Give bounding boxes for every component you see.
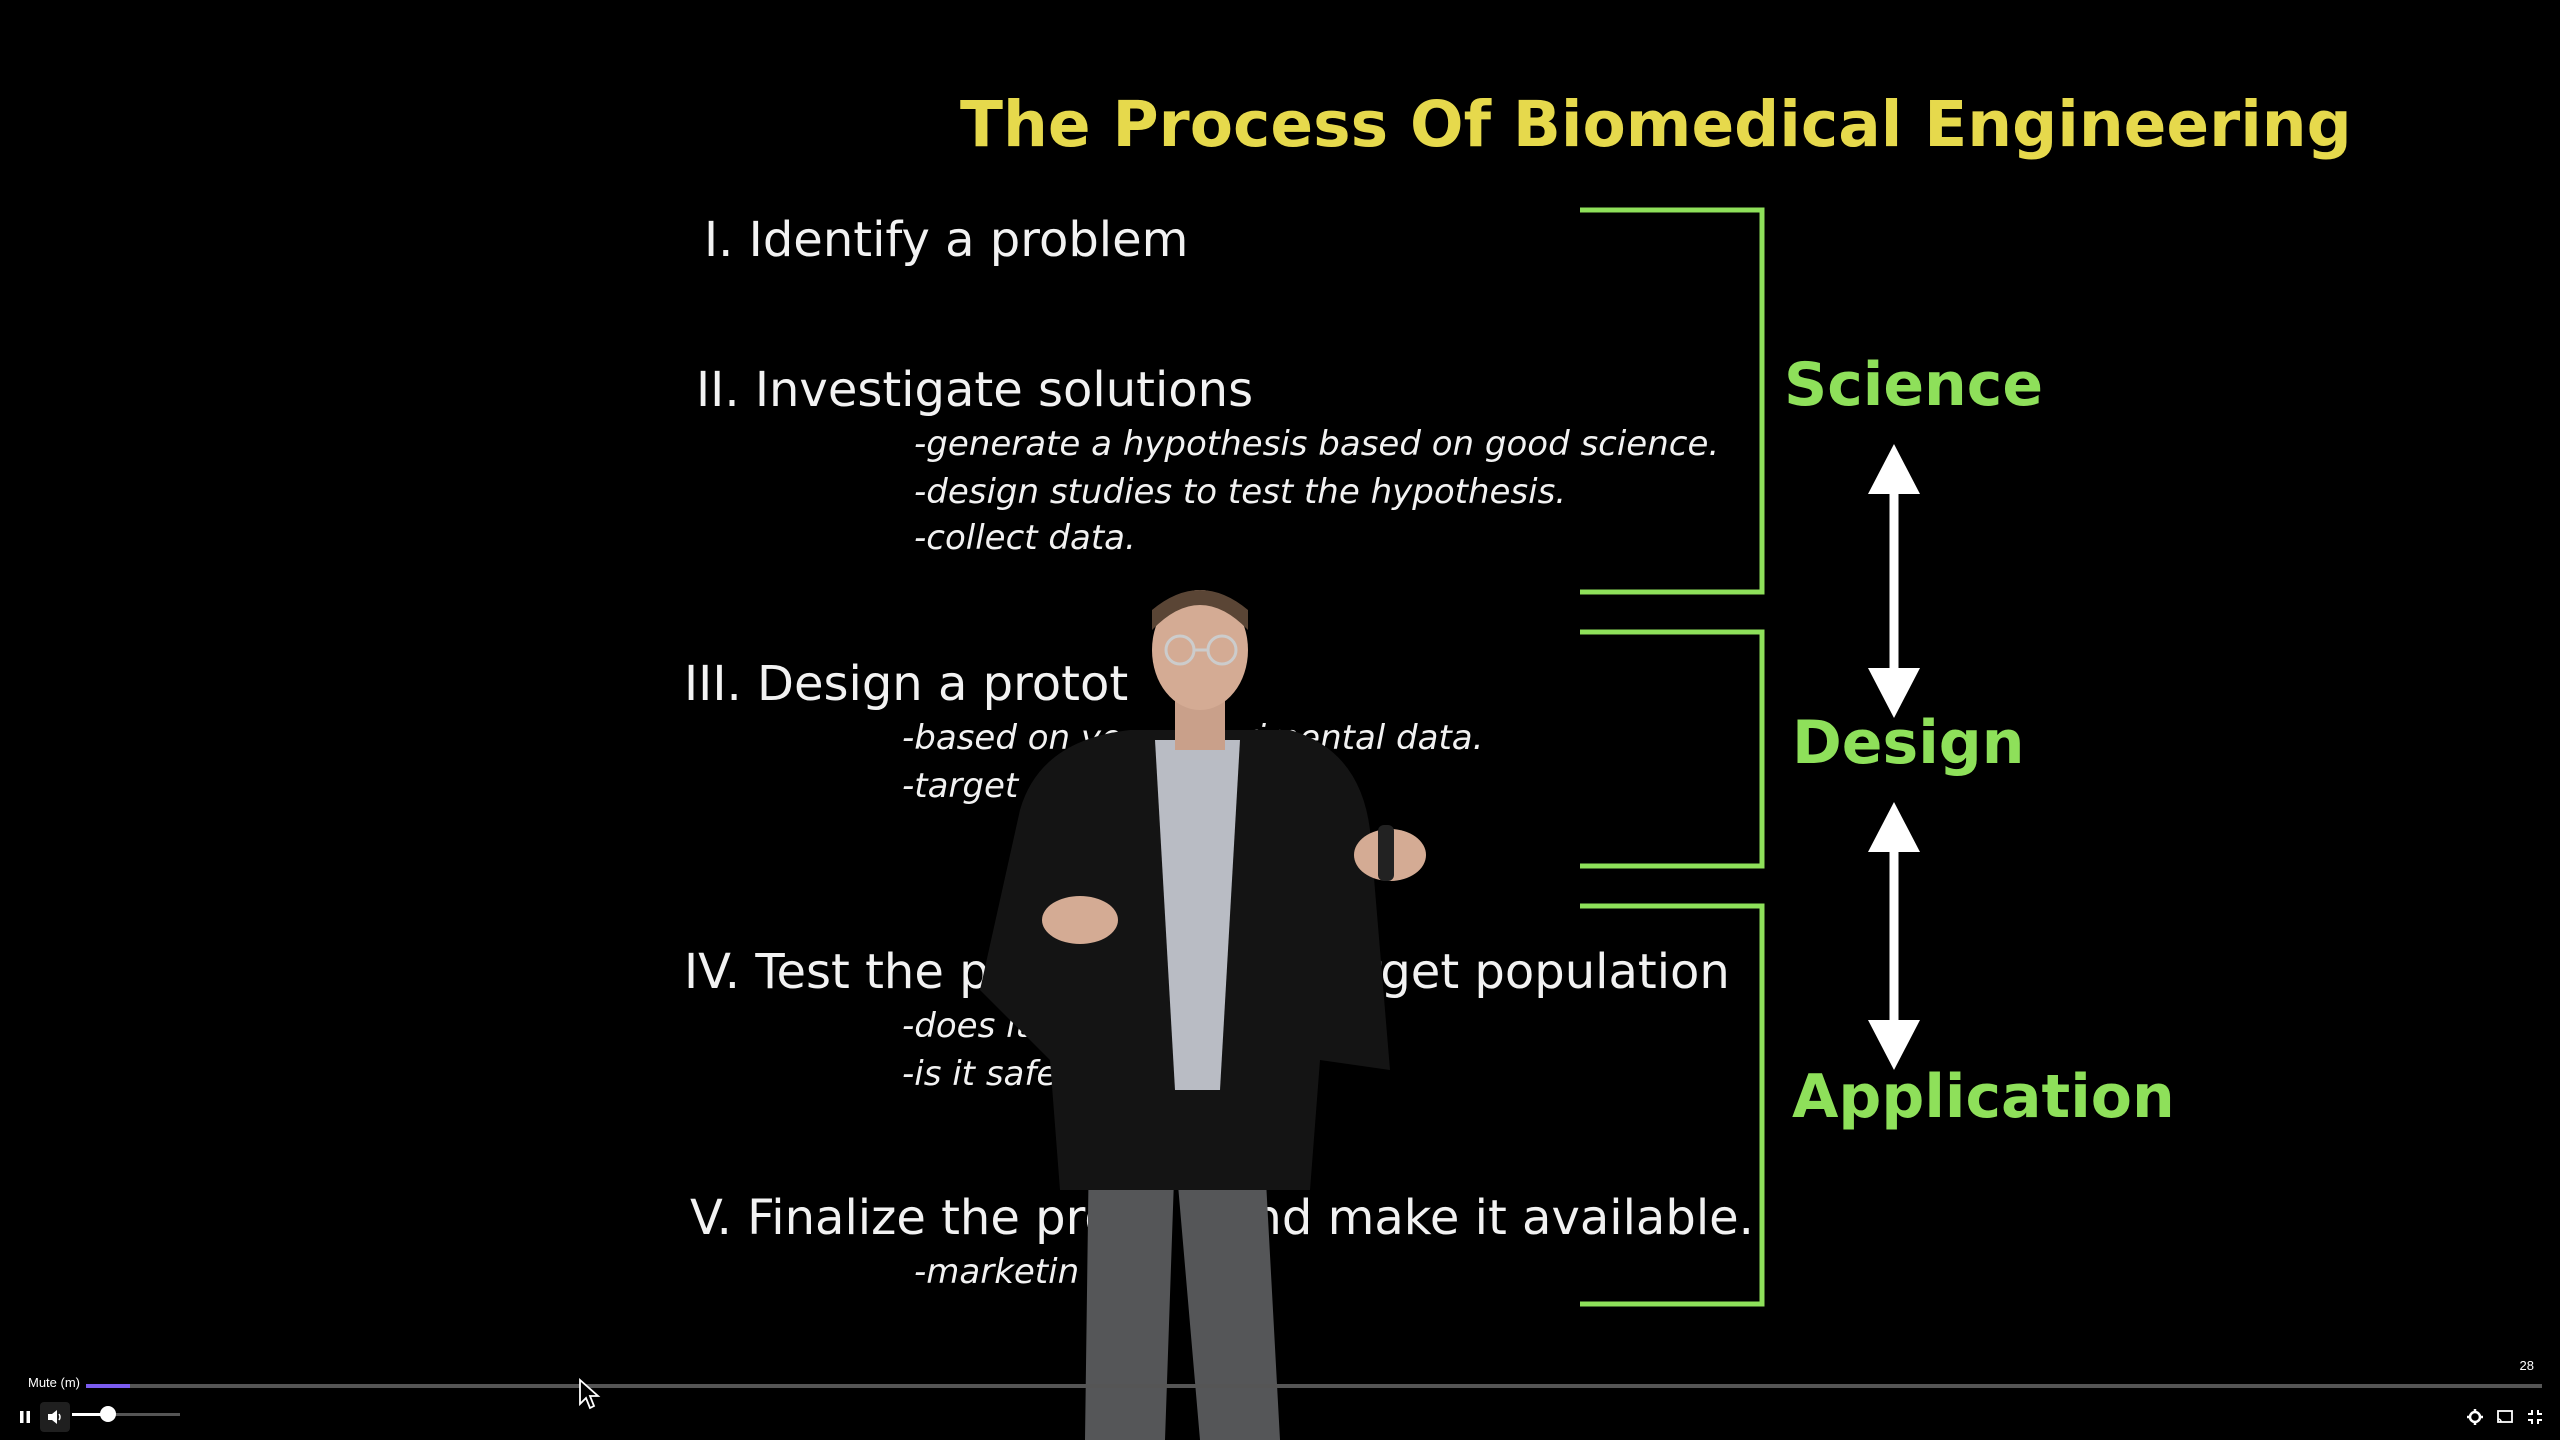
step-1-label: I. Identify a problem [704, 212, 1189, 268]
phase-design: Design [1792, 708, 2025, 778]
phase-science: Science [1784, 350, 2044, 420]
step-2-sub-1: -generate a hypothesis based on good sci… [914, 424, 1720, 464]
exit-fullscreen-icon [2528, 1410, 2542, 1424]
volume-slider[interactable] [72, 1406, 180, 1422]
science-bracket [1580, 207, 1765, 595]
step-3-label: III. Design a protot [684, 656, 1129, 712]
mute-button[interactable] [40, 1402, 70, 1432]
cast-icon [2497, 1410, 2513, 1423]
design-bracket [1580, 629, 1765, 869]
step-5-label: V. Finalize the pro [690, 1190, 1114, 1246]
volume-knob[interactable] [99, 1406, 116, 1422]
pause-button[interactable] [10, 1402, 40, 1432]
settings-button[interactable] [2460, 1402, 2490, 1432]
pause-icon [20, 1411, 30, 1423]
step-2-sub-3: -collect data. [914, 518, 1136, 558]
progress-fill [86, 1384, 131, 1388]
exit-fullscreen-button[interactable] [2520, 1402, 2550, 1432]
step-2-sub-2: -design studies to test the hypothesis. [914, 472, 1567, 512]
design-application-arrow [1868, 802, 1920, 1070]
step-2-label: II. Investigate solutions [696, 362, 1254, 418]
cast-button[interactable] [2490, 1402, 2520, 1432]
time-label: 28 [2519, 1358, 2534, 1373]
mouse-cursor-icon [579, 1378, 601, 1410]
gear-icon [2467, 1409, 2483, 1425]
science-design-arrow [1868, 444, 1920, 718]
step-5-sub-1: -marketin [914, 1252, 1080, 1292]
step-4-sub-2: -is it safe [902, 1054, 1058, 1094]
volume-fill [72, 1413, 108, 1416]
slide-title: The Process Of Biomedical Engineering [960, 88, 2352, 161]
phase-application: Application [1792, 1062, 2175, 1132]
progress-bar[interactable] [86, 1384, 2542, 1388]
step-3-sub-2: -target [902, 766, 1019, 806]
presenter-video [980, 590, 1426, 1440]
step-4-label: IV. Test the pro [684, 944, 1038, 1000]
volume-icon [48, 1410, 61, 1424]
mute-tooltip: Mute (m) [22, 1374, 86, 1391]
